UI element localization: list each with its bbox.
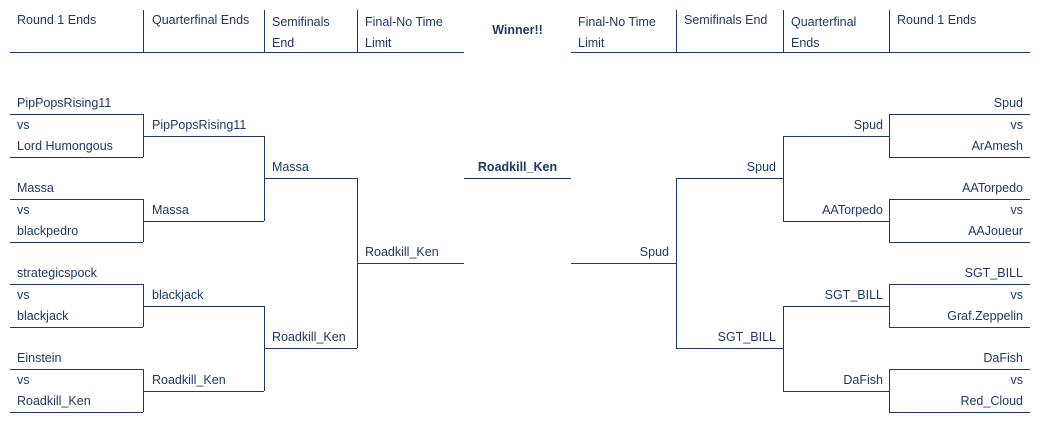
bracket-line: [889, 242, 1030, 243]
bracket-line: [143, 284, 144, 327]
right-r1-m1-vs: vs: [1010, 118, 1024, 132]
bracket-line: [10, 327, 143, 328]
right-r1-m4-player2: Red_Cloud: [960, 394, 1023, 408]
header-final-left: Final-No Time Limit: [365, 15, 443, 50]
left-r1-m1-vs: vs: [17, 118, 30, 132]
right-r1-m3-player2: Graf.Zeppelin: [947, 309, 1023, 323]
bracket-line: [676, 348, 783, 349]
header-divider: [676, 10, 677, 52]
bracket-line: [889, 114, 1030, 115]
header-bottom-border-left: [10, 52, 464, 53]
header-divider: [357, 10, 358, 52]
bracket-line: [783, 221, 889, 222]
right-r1-m2-player2: AAJoueur: [968, 224, 1023, 238]
left-r1-m4-player1: Einstein: [17, 351, 62, 365]
left-r1-m4-player2: Roadkill_Ken: [17, 394, 91, 408]
header-winner: Winner!!: [492, 23, 543, 37]
right-qf-2: AATorpedo: [822, 203, 883, 217]
bracket-line: [143, 199, 144, 242]
header-divider: [143, 10, 144, 52]
left-r1-m3-player2: blackjack: [17, 309, 69, 323]
bracket-line: [889, 199, 1030, 200]
bracket-line: [889, 369, 1030, 370]
left-r1-m4-vs: vs: [17, 373, 30, 387]
bracket-line: [143, 136, 264, 137]
header-round1-left: Round 1 Ends: [17, 13, 97, 27]
header-divider: [889, 10, 890, 52]
right-r1-m1-player2: ArAmesh: [971, 139, 1023, 153]
bracket-line: [571, 263, 676, 264]
header-bottom-border-right: [571, 52, 1030, 53]
header-semifinal-right: Semifinals End: [684, 13, 768, 27]
header-quarterfinal-right: Quarterfinal Ends: [791, 15, 857, 50]
bracket-line: [889, 157, 1030, 158]
right-qf-3: SGT_BILL: [824, 288, 883, 302]
left-r1-m1-player1: PipPopsRising11: [17, 96, 112, 110]
left-qf-2: Massa: [152, 203, 189, 217]
bracket-line: [783, 306, 784, 391]
winner-name: Roadkill_Ken: [477, 160, 558, 174]
right-sf-1: Spud: [746, 160, 776, 174]
left-r1-m2-player1: Massa: [17, 181, 54, 195]
left-r1-m2-vs: vs: [17, 203, 30, 217]
right-r1-m2-vs: vs: [1010, 203, 1024, 217]
header-semifinal-left: Semifinals End: [272, 15, 330, 50]
bracket-line: [357, 263, 464, 264]
right-r1-m1-player1: Spud: [993, 96, 1023, 110]
bracket-line: [143, 369, 144, 412]
bracket-line: [10, 284, 143, 285]
bracket-line: [10, 412, 143, 413]
right-r1-m3-vs: vs: [1010, 288, 1024, 302]
left-sf-2: Roadkill_Ken: [272, 330, 346, 344]
left-final: Roadkill_Ken: [365, 245, 439, 259]
bracket-line: [889, 327, 1030, 328]
bracket-line: [676, 178, 677, 348]
bracket-line: [889, 114, 890, 157]
bracket-line: [783, 391, 889, 392]
right-sf-2: SGT_BILL: [717, 330, 776, 344]
right-r1-m4-player1: DaFish: [983, 351, 1023, 365]
header-quarterfinal-left: Quarterfinal Ends: [152, 13, 250, 27]
right-r1-m2-player1: AATorpedo: [962, 181, 1023, 195]
bracket-line: [264, 178, 357, 179]
bracket-line: [783, 306, 889, 307]
bracket-line: [889, 369, 890, 412]
header-round1-right: Round 1 Ends: [897, 13, 977, 27]
winner-line: [464, 178, 571, 179]
right-r1-m4-vs: vs: [1010, 373, 1024, 387]
bracket-line: [889, 412, 1030, 413]
left-r1-m3-vs: vs: [17, 288, 30, 302]
left-qf-4: Roadkill_Ken: [152, 373, 226, 387]
bracket-line: [10, 369, 143, 370]
bracket-line: [783, 136, 784, 221]
right-qf-1: Spud: [853, 118, 883, 132]
bracket-line: [143, 391, 264, 392]
bracket-line: [783, 136, 889, 137]
right-r1-m3-player1: SGT_BILL: [964, 266, 1023, 280]
left-r1-m1-player2: Lord Humongous: [17, 139, 113, 153]
bracket-line: [889, 199, 890, 242]
bracket-line: [889, 284, 890, 327]
header-divider: [264, 10, 265, 52]
left-r1-m2-player2: blackpedro: [17, 224, 79, 238]
right-qf-4: DaFish: [843, 373, 883, 387]
bracket-line: [264, 348, 357, 349]
bracket-line: [676, 178, 783, 179]
bracket-line: [143, 306, 264, 307]
left-qf-1: PipPopsRising11: [152, 118, 247, 132]
left-qf-3: blackjack: [152, 288, 204, 302]
bracket-line: [10, 242, 143, 243]
header-divider: [783, 10, 784, 52]
left-r1-m3-player1: strategicspock: [17, 266, 97, 280]
bracket-line: [10, 157, 143, 158]
bracket-line: [143, 114, 144, 157]
right-final: Spud: [639, 245, 669, 259]
bracket-line: [10, 199, 143, 200]
bracket-line: [10, 114, 143, 115]
bracket-line: [889, 284, 1030, 285]
header-final-right: Final-No Time Limit: [578, 15, 656, 50]
bracket-line: [143, 221, 264, 222]
left-sf-1: Massa: [272, 160, 309, 174]
